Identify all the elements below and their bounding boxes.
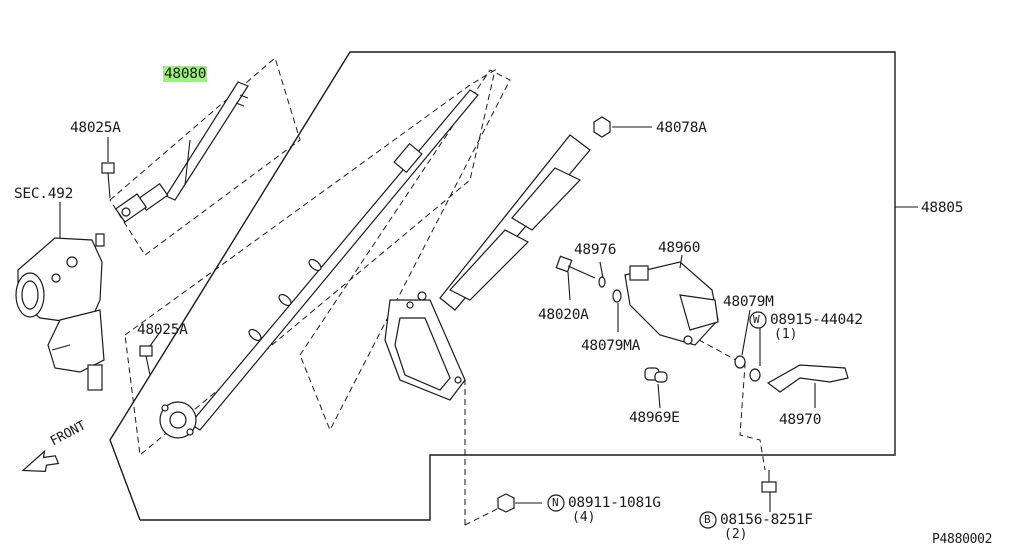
intermediate-shaft-48080-icon [114, 81, 249, 223]
dashed-leader-bolt [689, 334, 766, 471]
steering-gear-icon [15, 233, 105, 391]
label-48805[interactable]: 48805 [921, 200, 964, 216]
bolt-48025A-top-icon [101, 162, 115, 199]
nut-symbol-circle [547, 494, 565, 512]
dashed-group-lower-shaft [124, 68, 496, 456]
lower-shaft-icon [159, 89, 479, 439]
label-bolt-qty: (2) [724, 527, 748, 542]
dashed-group-column [299, 69, 511, 432]
label-48969E[interactable]: 48969E [629, 410, 680, 426]
diagram-id: P4880002 [932, 532, 993, 547]
label-48079MA[interactable]: 48079MA [581, 338, 641, 354]
dashed-group-48080 [109, 57, 301, 256]
washer-symbol: W [753, 313, 760, 326]
washer-symbol-circle [749, 311, 767, 329]
dashed-leader-nut [454, 374, 466, 525]
steering-column-icon [384, 134, 591, 401]
label-48025A-top[interactable]: 48025A [70, 120, 121, 136]
label-bolt-part[interactable]: 08156-8251F [720, 512, 813, 528]
bolt-08156-icon [761, 470, 777, 493]
bracket-48970-icon [766, 364, 849, 393]
label-48025A-bottom[interactable]: 48025A [137, 322, 188, 338]
lock-assembly-48960-icon [624, 261, 719, 346]
label-48976[interactable]: 48976 [574, 242, 617, 258]
bolt-48025A-bottom-icon [139, 345, 153, 376]
bolt-symbol: B [704, 513, 711, 526]
dashed-leader-nut2 [464, 504, 506, 526]
label-nut-qty: (4) [572, 510, 596, 525]
label-washer-part[interactable]: 08915-44042 [770, 312, 863, 328]
label-48079M[interactable]: 48079M [723, 294, 774, 310]
front-arrow-icon [21, 449, 60, 472]
label-washer-qty: (1) [774, 327, 798, 342]
washer-48079M-icon [734, 355, 761, 382]
label-48970[interactable]: 48970 [779, 412, 822, 428]
label-nut-part[interactable]: 08911-1081G [568, 495, 661, 511]
nut-08911-icon [497, 493, 515, 513]
label-48020A[interactable]: 48020A [538, 307, 589, 323]
bolt-symbol-circle [699, 511, 717, 529]
label-sec492[interactable]: SEC.492 [14, 186, 74, 202]
nut-symbol: N [552, 496, 559, 509]
nut-48078A-icon [593, 116, 611, 138]
pin-48079MA-icon [612, 289, 622, 303]
assembly-boundary [109, 51, 896, 521]
label-48078A[interactable]: 48078A [656, 120, 707, 136]
label-48080[interactable]: 48080 [163, 66, 208, 82]
bolt-48020A-icon [555, 255, 606, 288]
spring-48969E-icon [644, 367, 668, 383]
label-48960[interactable]: 48960 [658, 240, 701, 256]
